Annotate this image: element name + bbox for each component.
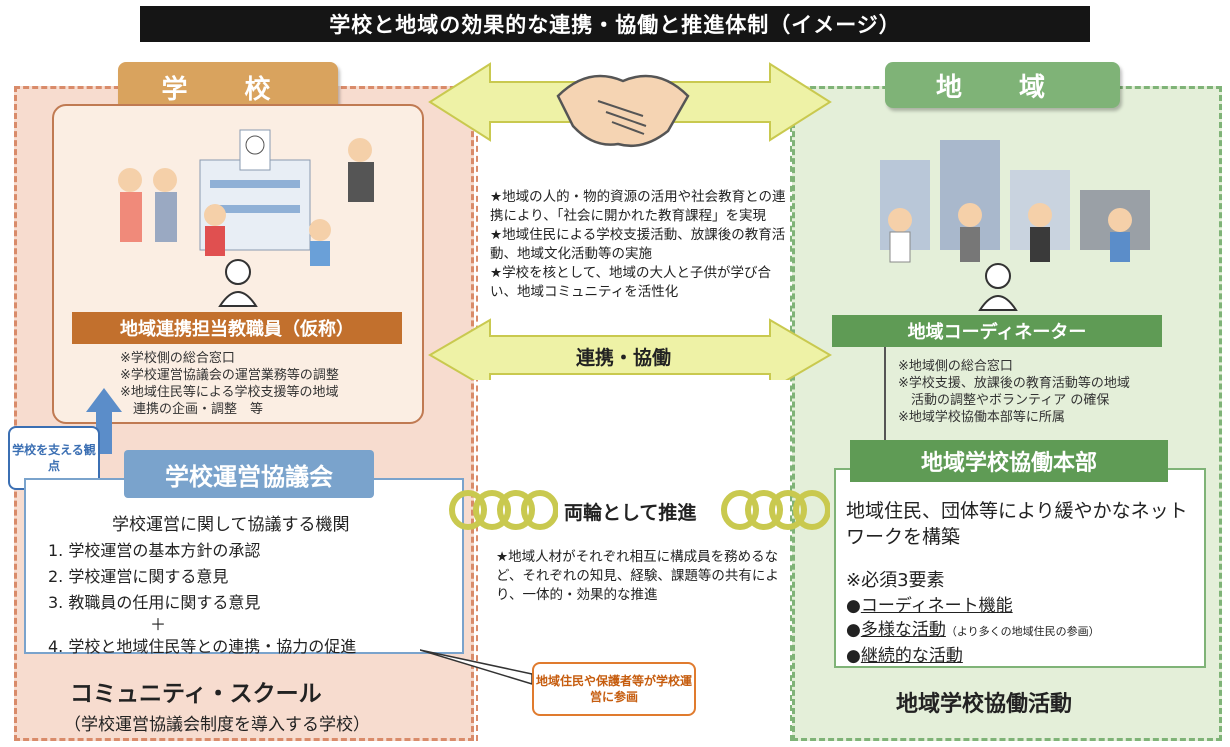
hq-required: ※必須3要素 [846,570,945,591]
promotion-note: ★地域人材がそれぞれ相互に構成員を務めるなど、それぞれの知見、経験、課題等の共有… [496,549,779,603]
hq-title: 地域学校協働本部 [850,440,1168,482]
cs-title: コミュニティ・スクール [70,681,322,707]
council-box [24,478,464,654]
center-bullet: ★学校を核として、地域の大人と子供が学び合い、地域コミュニティを活性化 [490,265,772,300]
school-label: 学 校 [118,62,338,112]
council-item: 3. 教職員の任用に関する意見 [48,593,261,612]
hq-element: ●コーディネート機能 [846,596,1013,616]
center-region [476,86,792,741]
council-item: 4. 学校と地域住民等との連携・協力の促進 [48,637,357,656]
center-bullets: ★地域の人的・物的資源の活用や社会教育との連携により、「社会に開かれた教育課程」… [490,188,786,302]
school-illustration [118,129,374,266]
council-title: 学校運営協議会 [124,450,374,498]
connector-line [884,347,886,442]
center-bullet: ★地域住民による学校支援活動、放課後の教育活動、地域文化活動等の実施 [490,227,786,262]
center-bullet: ★地域の人的・物的資源の活用や社会教育との連携により、「社会に開かれた教育課程」… [490,189,786,224]
community-label: 地 域 [885,62,1120,108]
handshake-icon [556,74,690,148]
plus-sign: ＋ [149,615,166,634]
hq-desc: 地域住民、団体等により緩やかなネットワークを構築 [846,500,1188,548]
cs-subtitle: （学校運営協議会制度を導入する学校） [64,715,370,735]
diagram-title: 学校と地域の効果的な連携・協働と推進体制（イメージ） [140,6,1090,42]
council-item: 2. 学校運営に関する意見 [48,567,229,586]
community-illustration [880,140,1150,263]
council-item: 1. 学校運営の基本方針の承認 [48,541,261,560]
coordinator-title: 地域コーディネーター [832,315,1162,347]
ring-chain-left-icon [449,490,558,530]
up-arrow-icon [86,388,122,454]
activity-title: 地域学校協働活動 [896,692,1073,717]
hq-elements: ●コーディネート機能 ●多様な活動（より多くの地域住民の参画） ●継続的な活動 [846,594,1196,668]
hq-element: ●多様な活動（より多くの地域住民の参画） [846,620,1100,640]
council-subtitle: 学校運営に関して協議する機関 [112,515,350,535]
hq-element: ●継続的な活動 [846,646,963,666]
participation-callout: 地域住民や保護者等が学校運営に参画 [532,662,696,716]
person-icon [218,259,258,307]
ring-chain-right-icon [721,490,830,530]
council-list: 1. 学校運営の基本方針の承認 2. 学校運営に関する意見 3. 教職員の任用に… [48,538,458,660]
promotion-label: 両輪として推進 [564,502,697,524]
callout-pointer [420,649,533,686]
cooperation-label: 連携・協働 [576,347,672,369]
coordinator-notes: ※地域側の総合窓口 ※学校支援、放課後の教育活動等の地域 活動の調整やボランティ… [898,359,1130,425]
teacher-title: 地域連携担当教職員（仮称） [72,312,402,344]
person-icon [978,263,1018,311]
teacher-notes: ※学校側の総合窓口 ※学校運営協議会の運営業務等の調整 ※地域住民等による学校支… [120,351,339,417]
